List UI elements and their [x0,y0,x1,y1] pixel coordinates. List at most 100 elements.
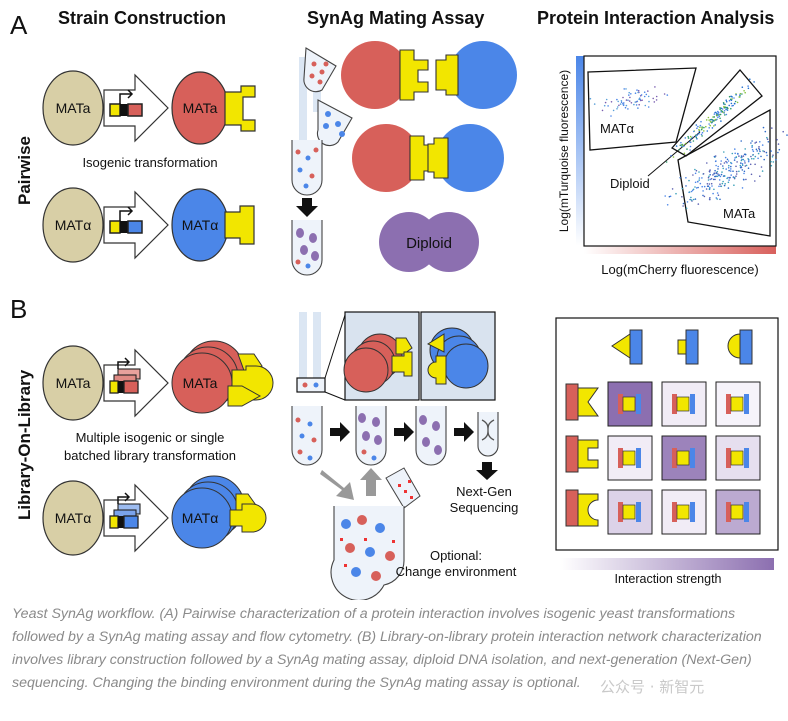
scatter-point [731,96,733,98]
scatter-point [725,108,727,111]
scatter-point [725,113,728,116]
tube-blue [316,99,353,147]
scatter-point [616,98,618,101]
scatter-point [643,91,646,93]
scatter-point [723,162,726,164]
y-axis-gradient [576,56,584,246]
scatter-point [744,165,747,167]
next-gen-label-line1: Next-Gen [456,484,512,499]
flow-plot-y-label: Log(mTurquoise fluorescence) [557,70,571,232]
scatter-point [695,169,698,172]
scatter-point [745,164,748,167]
scatter-point [717,168,719,170]
scatter-point [751,140,753,142]
scatter-point [641,99,643,101]
scatter-point [705,125,707,128]
scatter-point [778,148,781,151]
scatter-point [726,158,729,161]
scatter-point [717,173,719,175]
scatter-point [698,177,701,179]
scatter-point [607,105,609,107]
scatter-point [691,136,694,139]
scatter-point [762,126,765,129]
scatter-point [654,86,656,88]
scatter-point [706,183,709,185]
scatter-point [715,172,717,175]
scatter-matalpha-population [589,86,669,117]
scatter-mata-population [664,126,788,210]
scatter-point [757,157,759,160]
scatter-point [733,97,735,99]
scatter-point [767,141,770,143]
scatter-point [764,130,767,133]
scatter-point [622,104,625,107]
scatter-point [637,91,639,94]
scatter-point [723,112,725,114]
scatter-point [711,185,713,187]
matrix-cell-adhesin-glyph [730,504,744,520]
scatter-point [610,101,613,103]
down-arrow [296,198,318,217]
scatter-point [687,137,690,139]
scatter-point [696,127,698,130]
scatter-point [635,104,638,106]
scatter-point [711,121,714,123]
scatter-point [637,107,639,109]
scatter-point [740,156,742,159]
scatter-point [601,109,604,112]
scatter-point [694,181,697,184]
adhesin-ligand-shape [224,205,255,245]
scatter-point [710,182,713,185]
scatter-point [760,155,762,158]
scatter-point [702,173,705,175]
scatter-point [716,114,719,116]
scatter-point [708,119,710,121]
scatter-point [639,95,642,97]
header-interaction-analysis: Protein Interaction Analysis [537,8,774,28]
scatter-point [719,175,722,178]
scatter-point [750,142,752,144]
scatter-point [593,103,596,105]
scatter-point [686,201,689,203]
scatter-point [713,188,715,191]
scatter-point [699,126,701,129]
scatter-point [724,106,726,109]
watermark: 公众号 · 新智元 [600,678,705,696]
figure-caption: Yeast SynAg workflow. (A) Pairwise chara… [12,606,762,691]
scatter-point [647,95,650,98]
scatter-point [770,150,772,152]
scatter-point [705,188,708,190]
scatter-point [722,102,725,104]
scatter-point [740,140,742,142]
matrix-cell-mata-glyph [618,448,623,468]
scatter-point [734,157,736,159]
scatter-point [652,97,654,100]
scatter-point [745,178,747,181]
header-mating-assay: SynAg Mating Assay [307,8,484,28]
scatter-point [638,97,641,99]
scatter-point [627,99,629,101]
scatter-point [612,109,615,112]
scatter-point [771,127,773,129]
scatter-point [724,183,726,185]
scatter-point [675,145,678,147]
scatter-point [718,179,721,181]
scatter-point [733,176,736,179]
row-label-library: Library-On-Library [15,369,34,520]
mating-tubes-a [291,47,353,276]
scatter-point [743,178,745,181]
scatter-point [696,180,699,183]
scatter-point [624,106,627,109]
scatter-point [689,149,691,151]
scatter-point [744,91,746,94]
next-gen-label-line2: Sequencing [450,500,519,515]
scatter-point [605,98,608,101]
scatter-point [750,173,753,176]
scatter-point [706,162,708,164]
library-mating-inset [296,311,496,401]
matalpha-display-label: MATα [182,217,219,233]
scatter-point [709,119,712,121]
scatter-point [734,152,736,155]
optional-environment: Optional: Change environment [320,467,517,600]
scatter-point [743,170,746,173]
